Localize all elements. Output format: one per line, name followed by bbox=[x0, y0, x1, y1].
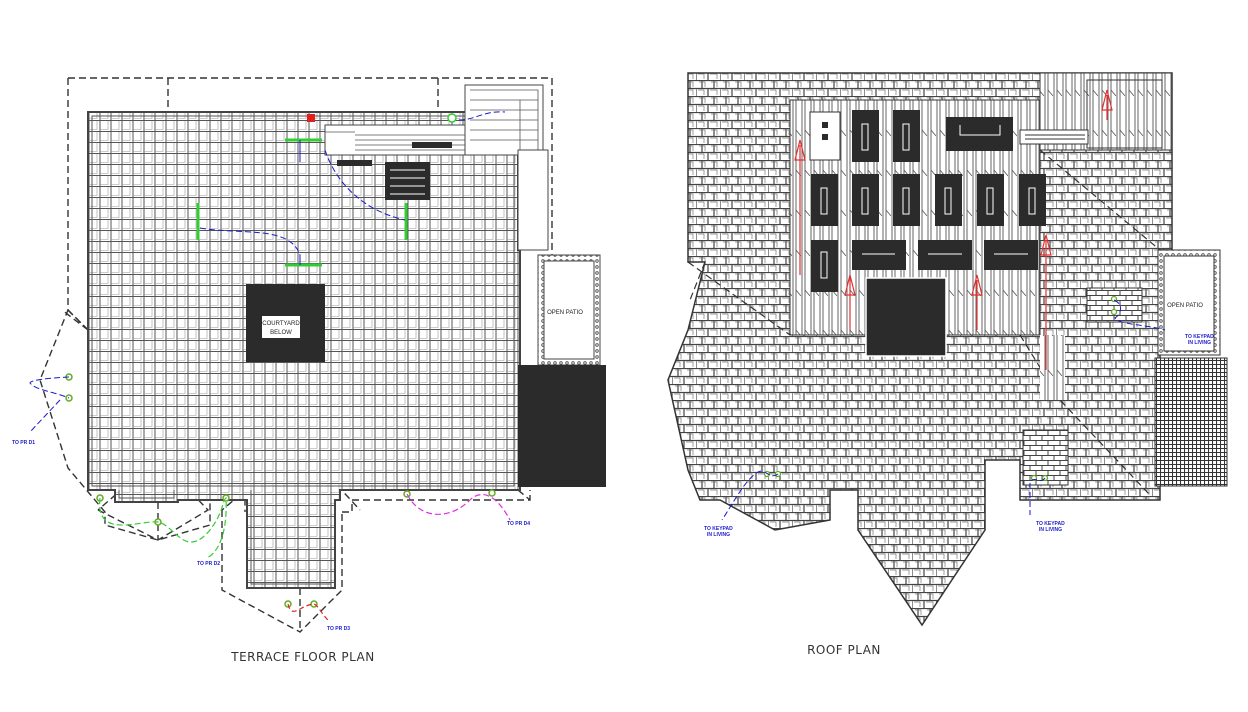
keypad-note-3-line2: IN LIVING bbox=[1039, 527, 1062, 533]
solid-block bbox=[518, 365, 606, 487]
open-patio bbox=[543, 260, 595, 360]
terrace-plan-title: TERRACE FLOOR PLAN bbox=[230, 650, 374, 664]
roof-plan: OPEN PATIO TO KEYPAD IN LIVING TO KEYPAD… bbox=[667, 72, 1228, 657]
drain-note-d3: TO PR D3 bbox=[327, 626, 350, 632]
drain-note-d1: TO PR D1 bbox=[12, 440, 35, 446]
slope-arrows bbox=[794, 89, 1113, 370]
roof-plan-title: ROOF PLAN bbox=[807, 643, 881, 657]
courtyard-label-line2: BELOW bbox=[270, 330, 292, 336]
courtyard-label-line1: COURTYARD bbox=[262, 321, 300, 327]
keypad-note-1-line1: TO KEYPAD bbox=[1185, 334, 1214, 340]
outlet-marker bbox=[307, 114, 315, 122]
keypad-note-1-line2: IN LIVING bbox=[1188, 340, 1211, 346]
drain-note-d2: TO PR D2 bbox=[197, 561, 220, 567]
keypad-note-2-line1: TO KEYPAD bbox=[704, 526, 733, 532]
skylights bbox=[809, 110, 1046, 357]
grated-area bbox=[1154, 357, 1228, 487]
keypad-note-2-line2: IN LIVING bbox=[707, 532, 730, 538]
open-patio-label: OPEN PATIO bbox=[547, 310, 583, 316]
roof-open-patio bbox=[1163, 255, 1215, 352]
drain-note-d4: TO PR D4 bbox=[507, 521, 530, 527]
roof-overhang-outline bbox=[39, 77, 553, 541]
terrace-floor-plan: COURTYARD BELOW OPEN PATIO TO PR D1 TO P… bbox=[12, 77, 606, 664]
drain-bars bbox=[196, 138, 408, 267]
keypad-note-3-line1: TO KEYPAD bbox=[1036, 521, 1065, 527]
roof-open-patio-label: OPEN PATIO bbox=[1167, 303, 1203, 309]
